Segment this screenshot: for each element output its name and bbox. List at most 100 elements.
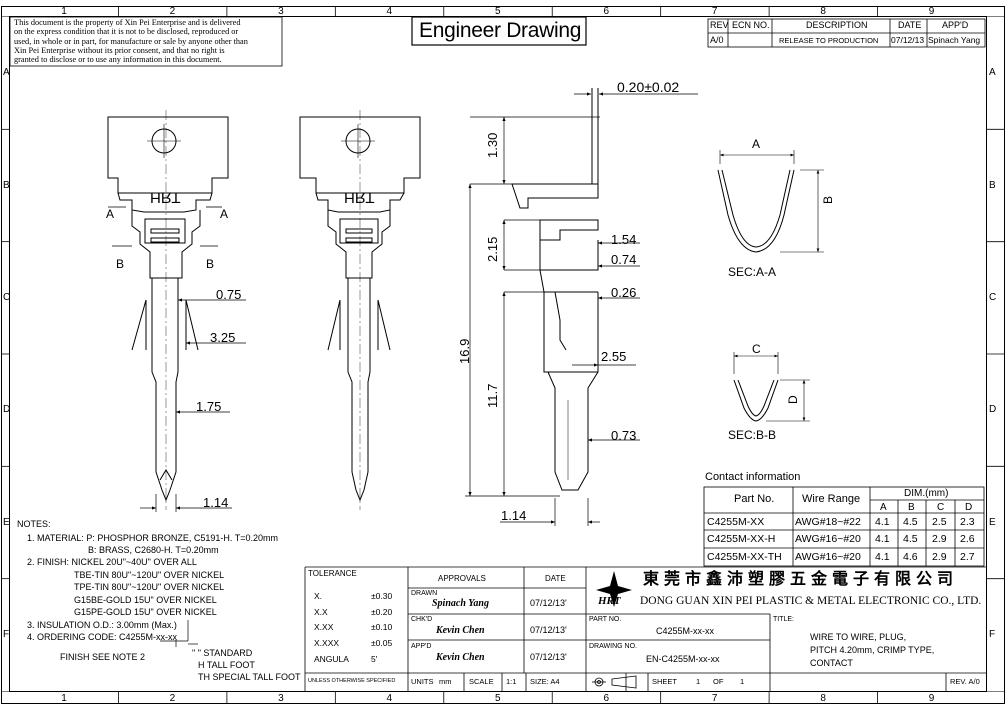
col-b-header: B xyxy=(908,502,915,513)
dim-255: 2.55 xyxy=(601,349,627,364)
grid-col-label: 6 xyxy=(603,6,609,17)
note-line: G15PE-GOLD 15U" OVER NICKEL xyxy=(74,607,217,617)
dim-074: 0.74 xyxy=(611,252,637,267)
disclaimer-line: Xin Pei Enterprise without its prior con… xyxy=(14,45,225,55)
tolerance-label: X.X xyxy=(314,607,328,617)
dim-b-label: B xyxy=(821,195,835,204)
dim-073: 0.73 xyxy=(611,428,637,443)
grid-row-label: F xyxy=(989,628,996,640)
tolerance-value: 5' xyxy=(371,654,378,664)
grid-row-label: A xyxy=(3,67,10,79)
company-logo-mark xyxy=(596,571,632,607)
grid-row-label: E xyxy=(3,516,10,528)
description-header: DESCRIPTION xyxy=(806,20,868,30)
tolerance-label: X.XX xyxy=(314,622,334,632)
sheet-total: 1 xyxy=(740,677,745,686)
grid-col-label: 4 xyxy=(386,6,393,17)
note-line: B: BRASS, C2680-H. T=0.20mm xyxy=(88,545,219,555)
rev-value: A/0 xyxy=(710,35,724,45)
grid-col-label: 3 xyxy=(278,693,284,704)
ordering-code-leader xyxy=(160,620,198,647)
revision-footer: REV. A/0 xyxy=(950,677,980,686)
grid-col-label: 7 xyxy=(711,6,718,17)
section-aa-view xyxy=(717,150,824,253)
checked-date: 07/12/13' xyxy=(530,625,567,635)
tolerance-title: TOLERANCE xyxy=(308,569,357,578)
section-bb-view xyxy=(733,352,810,422)
front-view xyxy=(107,110,229,510)
title-line: CONTACT xyxy=(810,658,853,668)
dim-c-label: C xyxy=(752,342,761,356)
col-d-header: D xyxy=(965,502,973,513)
disclaimer-text: This document is the property of Xin Pei… xyxy=(14,18,282,64)
stamp-text-rear: HRT xyxy=(344,189,375,206)
part-no-cell: C4255M-XX-H xyxy=(707,533,776,545)
grid-row-label: C xyxy=(3,291,11,303)
dim-117: 11.7 xyxy=(485,383,500,408)
note-line: 4. ORDERING CODE: C4255M-xx-xx xyxy=(27,632,178,642)
grid-col-label: 2 xyxy=(169,6,176,17)
grid-col-label: 5 xyxy=(495,693,501,704)
grid-col-label: 3 xyxy=(278,6,284,17)
grid-row-label: B xyxy=(989,179,996,191)
of-label: OF xyxy=(713,677,724,686)
d-cell: 2.6 xyxy=(960,533,975,545)
part-no-label: PART NO. xyxy=(589,616,622,623)
units-value: mm xyxy=(439,677,452,686)
size-value: SIZE: A4 xyxy=(530,677,560,686)
grid-col-label: 7 xyxy=(711,693,718,704)
dim-169: 16.9 xyxy=(457,338,472,364)
tolerance-value: ±0.05 xyxy=(371,638,393,648)
projection-symbol-icon xyxy=(592,675,637,689)
section-b-right-label: B xyxy=(206,257,215,271)
grid-col-label: 9 xyxy=(928,693,935,704)
section-a-left-label: A xyxy=(106,207,115,221)
grid-col-label: 8 xyxy=(820,693,826,704)
tolerance-value: ±0.20 xyxy=(371,607,393,617)
drawn-date: 07/12/13' xyxy=(530,598,567,608)
grid-ticks xyxy=(1,6,1005,704)
grid-col-label: 5 xyxy=(495,6,501,17)
approved-label: APP'D xyxy=(411,643,432,650)
grid-col-label: 1 xyxy=(61,693,67,704)
note-line: 1. MATERIAL: P: PHOSPHOR BRONZE, C5191-H… xyxy=(27,533,278,543)
notes-title: NOTES: xyxy=(17,519,51,529)
wire-range-header: Wire Range xyxy=(802,493,861,505)
dim-a-label: A xyxy=(752,137,761,151)
scale-label: SCALE xyxy=(469,677,494,686)
drawing-no-value: EN-C4255M-xx-xx xyxy=(646,654,720,664)
rev-header: REV xyxy=(710,20,729,30)
grid-row-label: E xyxy=(989,516,996,528)
c-cell: 2.9 xyxy=(932,551,947,563)
dim-325: 3.25 xyxy=(210,330,236,345)
checked-signature: Kevin Chen xyxy=(436,625,485,636)
company-name-cn: 東 莞 市 鑫 沛 塑 膠 五 金 電 子 有 限 公 司 xyxy=(643,571,954,588)
wire-cell: AWG#18~#22 xyxy=(795,516,861,528)
b-cell: 4.5 xyxy=(903,516,918,528)
tolerance-label: ANGULA xyxy=(314,654,349,664)
disclaimer-line: used, in whole or in part, for manufactu… xyxy=(14,36,248,46)
c-cell: 2.9 xyxy=(932,533,947,545)
grid-row-label: D xyxy=(989,404,997,416)
scale-value: 1:1 xyxy=(506,677,517,686)
a-cell: 4.1 xyxy=(875,516,890,528)
part-no-value: C4255M-xx-xx xyxy=(656,626,715,636)
rear-view xyxy=(299,110,421,510)
part-no-header: Part No. xyxy=(734,493,775,505)
grid-col-label: 1 xyxy=(61,6,67,17)
grid-col-label: 4 xyxy=(386,693,393,704)
b-cell: 4.5 xyxy=(903,533,918,545)
section-aa-label: SEC:A-A xyxy=(728,265,777,279)
dim-154: 1.54 xyxy=(611,232,637,247)
dim-175: 1.75 xyxy=(196,399,222,414)
contact-info-title: Contact information xyxy=(705,471,801,483)
appd-value: Spinach Yang xyxy=(928,35,981,45)
note-line: 2. FINISH: NICKEL 20U"~40U" OVER ALL xyxy=(27,557,197,567)
tolerance-footer: UNLESS OTHERWISE SPECIFIED xyxy=(308,678,396,684)
dimension-lines xyxy=(140,92,698,526)
note-line: G15BE-GOLD 15U" OVER NICKEL xyxy=(74,595,217,605)
tolerance-label: X. xyxy=(314,591,323,601)
grid-row-label: F xyxy=(3,628,10,640)
